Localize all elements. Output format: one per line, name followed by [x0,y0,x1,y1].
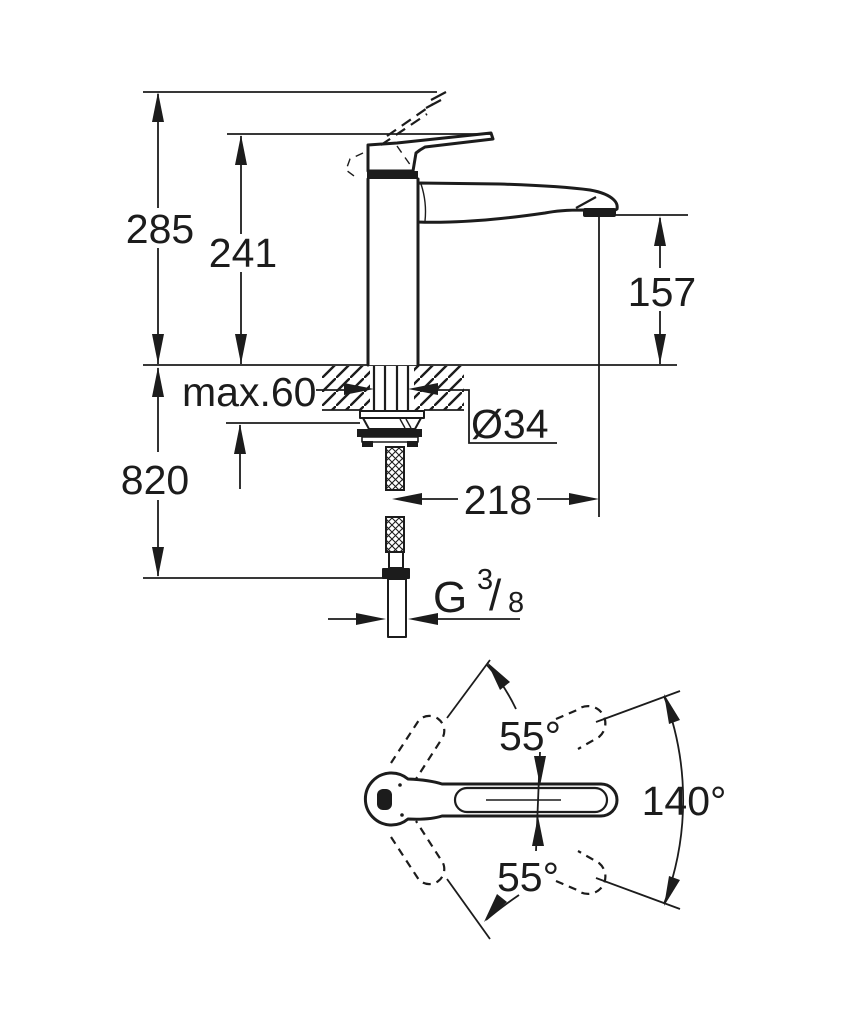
counter-thickness-label: max.60 [182,369,316,415]
mounting-shank [370,366,414,411]
connection-hose [382,446,410,638]
handle-back-dashed [345,152,364,177]
thread-slash-label: / [489,571,502,620]
spout-inner-line [453,786,609,814]
top-view: 55° 55° 140° [363,659,727,940]
dimension-outlet-height: 157 [614,214,696,364]
shank-diameter-label: Ø34 [471,401,549,447]
handle-base-band [367,171,418,179]
faucet-side [345,91,619,638]
spout-root-curve [420,183,427,222]
spout-nose-line [575,196,597,209]
swivel-total-label: 140° [642,778,727,824]
faucet-plan [363,771,619,827]
dimension-swivel-upper: 55° [446,659,561,852]
dimension-overall-height: 285 [126,91,437,364]
dimension-thread: G 3 / 8 [328,564,524,625]
handle-lever [366,131,495,173]
dimension-swivel-lower: 55° [446,816,559,940]
handle-plan [377,789,392,810]
thread-g-label: G [433,573,467,622]
thread-numerator-label: 3 [477,564,493,596]
overall-height-label: 285 [126,206,194,252]
hose-nut [382,568,410,579]
fixing-set [357,410,425,447]
swivel-upper-label: 55° [499,713,561,759]
swivel-lower-label: 55° [497,854,559,900]
dimension-swivel-total: 140° [595,690,727,910]
column-fill [369,179,417,365]
dimension-body-height: 241 [209,133,490,364]
aerator [583,208,616,217]
swivel-position-lower-dashed [390,820,607,895]
tail-pipe [387,578,407,638]
spout-reach-label: 218 [464,477,532,523]
dimension-spout-reach: 218 [392,217,600,523]
swivel-position-upper-dashed [390,705,607,780]
hose-length-label: 820 [121,457,189,503]
thread-denominator-label: 8 [508,587,524,619]
dimension-counter-thickness: max.60 [182,369,360,489]
outlet-height-label: 157 [628,269,696,315]
body-height-label: 241 [209,230,277,276]
handle-raised-dashed [380,91,447,146]
side-view: 285 241 157 max.60 [121,91,696,638]
body-and-spout-plan [363,771,619,827]
dimension-hose-length: 820 [121,367,387,579]
handle-hidden-line [396,145,412,167]
dimension-shank-diameter: Ø34 [344,383,557,447]
